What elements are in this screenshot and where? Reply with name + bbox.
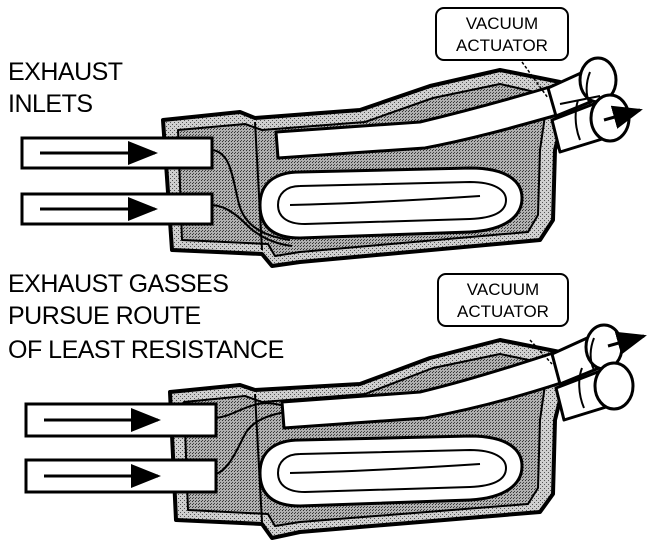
bottom-actuator-label-line1: VACUUM: [467, 280, 539, 299]
bottom-actuator-label-line2: ACTUATOR: [457, 302, 549, 321]
bottom-actuator-callout: [437, 273, 569, 327]
bottom-muffler: [24, 323, 647, 540]
bottom-caption-line3: OF LEAST RESISTANCE: [8, 336, 284, 364]
top-actuator-callout: [435, 7, 569, 61]
top-muffler: [20, 56, 643, 268]
top-actuator-label-line1: VACUUM: [466, 14, 538, 33]
bottom-caption-line2: PURSUE ROUTE: [8, 302, 201, 330]
top-inlets-label-line2: INLETS: [8, 90, 93, 118]
bottom-caption-line1: EXHAUST GASSES: [8, 270, 228, 298]
top-inlets-label-line1: EXHAUST: [8, 58, 123, 86]
top-actuator-label-line2: ACTUATOR: [456, 36, 548, 55]
